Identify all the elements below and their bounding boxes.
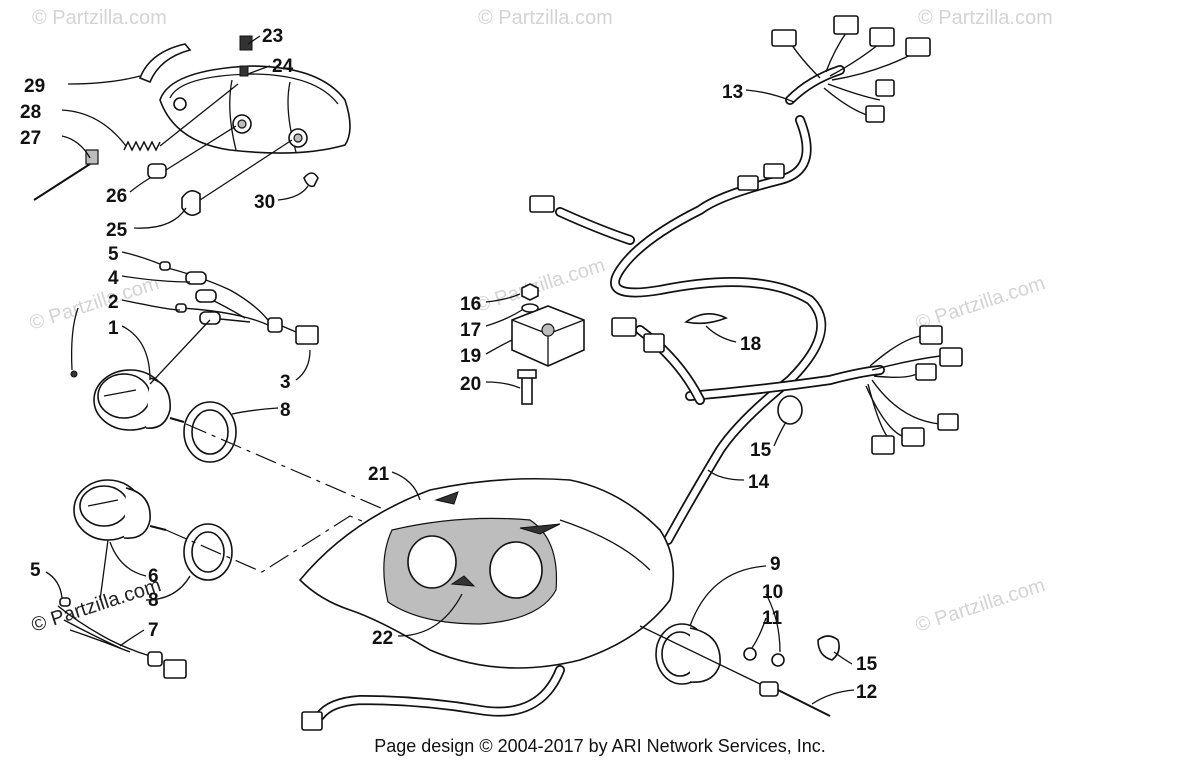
callout-15-upper[interactable]: 15 (750, 440, 772, 461)
callouts: 23 24 29 28 27 26 25 30 5 4 2 1 3 8 13 1… (20, 26, 878, 703)
part-25-socket (181, 139, 293, 216)
assembly-leader-line (185, 423, 521, 569)
part-26-bulb (147, 125, 237, 179)
callout-7[interactable]: 7 (148, 620, 159, 641)
part-23-clip (239, 35, 253, 51)
callout-2[interactable]: 2 (108, 292, 119, 313)
part-15-tie-upper (777, 395, 803, 425)
watermark: © Partzilla.com (32, 7, 167, 29)
callout-29[interactable]: 29 (24, 76, 45, 97)
part-12-cable (759, 681, 831, 717)
lower-gauge-harness (57, 539, 187, 679)
part-15-tie-lower (817, 635, 840, 661)
callout-19[interactable]: 19 (460, 346, 481, 367)
callout-8-upper[interactable]: 8 (280, 400, 291, 421)
callout-27[interactable]: 27 (20, 128, 41, 149)
lower-gauge (73, 479, 167, 541)
callout-30[interactable]: 30 (254, 192, 275, 213)
watermark: © Partzilla.com (913, 574, 1048, 637)
part-30-clip (303, 172, 319, 188)
regulator (511, 283, 585, 405)
callout-23[interactable]: 23 (262, 26, 283, 47)
callout-10[interactable]: 10 (762, 582, 783, 603)
callout-5-upper[interactable]: 5 (108, 244, 119, 265)
callout-12[interactable]: 12 (856, 682, 877, 703)
callout-25[interactable]: 25 (106, 220, 128, 241)
callout-3[interactable]: 3 (280, 372, 291, 393)
callout-21[interactable]: 21 (368, 464, 390, 485)
callout-5-lower[interactable]: 5 (30, 560, 41, 581)
callout-4[interactable]: 4 (108, 268, 119, 289)
callout-26[interactable]: 26 (106, 186, 127, 207)
callout-17[interactable]: 17 (460, 320, 481, 341)
callout-15-lower[interactable]: 15 (856, 654, 878, 675)
watermark: © Partzilla.com (473, 254, 608, 317)
part-18-clamp (684, 313, 728, 325)
watermark: © Partzilla.com (29, 574, 164, 637)
callout-28[interactable]: 28 (20, 102, 41, 123)
watermark: © Partzilla.com (918, 7, 1053, 29)
part-9-gauge (639, 623, 761, 685)
callout-11[interactable]: 11 (762, 608, 783, 629)
dash-panel (298, 477, 675, 669)
part-8-bezel-upper (183, 401, 237, 463)
part-10-11-nut-washer (743, 647, 785, 667)
callout-6[interactable]: 6 (148, 566, 159, 587)
callout-16[interactable]: 16 (460, 294, 481, 315)
part-8-bezel-lower (183, 523, 233, 581)
headlight-assembly (159, 65, 351, 154)
callout-22[interactable]: 22 (372, 628, 393, 649)
callout-20[interactable]: 20 (460, 374, 481, 395)
main-harness (301, 15, 963, 731)
callout-9[interactable]: 9 (770, 554, 781, 575)
part-29-bracket (138, 43, 192, 84)
page-footer: Page design © 2004-2017 by ARI Network S… (374, 736, 826, 756)
watermark: © Partzilla.com (478, 7, 613, 29)
upper-gauge (70, 369, 185, 431)
upper-gauge-harness (149, 261, 319, 385)
callout-13[interactable]: 13 (722, 82, 743, 103)
part-28-spring (123, 83, 239, 152)
leader-lines (45, 35, 855, 705)
callout-18[interactable]: 18 (740, 334, 761, 355)
callout-24[interactable]: 24 (272, 56, 294, 77)
part-27-screw (33, 149, 99, 201)
callout-8-lower[interactable]: 8 (148, 590, 159, 611)
callout-14[interactable]: 14 (748, 472, 770, 493)
callout-1[interactable]: 1 (108, 318, 119, 339)
